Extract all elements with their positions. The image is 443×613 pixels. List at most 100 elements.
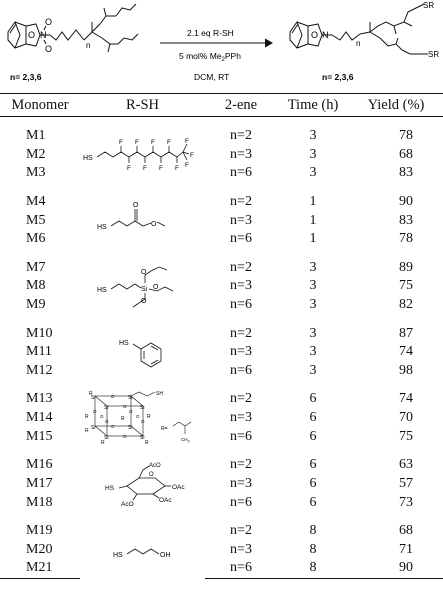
svg-text:O: O (153, 284, 159, 291)
monomer-cell: M8 (26, 278, 46, 294)
thiol-structure-benzyl: HS (80, 324, 205, 380)
monomer-cell: M7 (26, 259, 46, 275)
atom-n-right: N (322, 30, 329, 40)
table-row: M12 n=6 3 98 (0, 362, 443, 381)
svg-text:Si: Si (91, 395, 95, 401)
hs-label: HS (105, 485, 115, 492)
svg-text:R: R (101, 440, 105, 446)
table-row: M18 n=6 6 73 (0, 493, 443, 512)
yield-cell: 87 (399, 325, 413, 341)
table-row: M3 n=6 3 83 (0, 164, 443, 183)
header-rsh: R-SH (80, 93, 205, 117)
table-row: M8 n=3 3 75 (0, 277, 443, 296)
time-cell: 1 (309, 194, 317, 210)
time-cell: 3 (309, 325, 317, 341)
svg-text:O: O (136, 414, 140, 419)
time-cell: 8 (277, 559, 349, 579)
time-cell: 6 (309, 494, 317, 510)
yield-cell: 68 (399, 146, 413, 162)
svg-text:CH3: CH3 (181, 437, 190, 444)
svg-text:O: O (151, 221, 157, 228)
time-cell: 8 (309, 523, 317, 539)
time-cell: 8 (309, 541, 317, 557)
ene-cell: n=2 (230, 259, 252, 275)
time-cell: 3 (309, 344, 317, 360)
header-time: Time (h) (277, 93, 349, 117)
thiol-structure-fluoro: HS F F F F F F F F F F F (80, 127, 205, 183)
svg-text:O: O (141, 419, 145, 424)
table-row: M11 n=3 3 74 (0, 343, 443, 362)
yield-cell: 74 (399, 344, 413, 360)
svg-text:F: F (159, 165, 163, 172)
svg-text:O: O (141, 298, 147, 305)
ene-cell: n=2 (230, 194, 252, 210)
svg-text:R: R (85, 414, 89, 420)
time-cell: 6 (309, 391, 317, 407)
ene-cell: n=2 (230, 391, 252, 407)
svg-text:SH: SH (156, 391, 163, 397)
hs-label: HS (97, 224, 107, 231)
ene-cell: n=2 (230, 523, 252, 539)
monomer-cell: M19 (26, 523, 53, 539)
reaction-scheme: O N O O n O N n n= 2,3,6 n= 2,3,6 2.1 eq… (7, 1, 439, 82)
results-table: Monomer R-SH 2-ene Time (h) Yield (%) M1… (0, 93, 443, 579)
monomer-cell: M12 (26, 362, 53, 378)
thiol-structure-hydroxy: HS OH (80, 522, 205, 578)
ene-cell: n=6 (230, 428, 252, 444)
svg-text:Si: Si (91, 425, 95, 431)
yield-cell: 75 (399, 278, 413, 294)
solvent-label: DCM, RT (194, 72, 229, 82)
ene-cell: n=2 (230, 457, 252, 473)
atom-o-left: O (28, 30, 35, 40)
subscript-n-left: n (86, 41, 90, 50)
thiol-structure-silane: HS Si O O O (80, 259, 205, 315)
svg-text:OH: OH (160, 552, 171, 559)
yield-cell: 70 (399, 410, 413, 426)
svg-text:R: R (147, 414, 151, 420)
thiol-structure-poss: Si Si Si Si Si Si Si Si O O O O O O O O (80, 390, 205, 446)
time-cell: 3 (309, 146, 317, 162)
table-header-row: Monomer R-SH 2-ene Time (h) Yield (%) (0, 93, 443, 117)
ene-cell: n=3 (230, 212, 252, 228)
svg-text:F: F (143, 165, 147, 172)
monomer-cell: M21 (0, 559, 80, 579)
table-row: M6 n=6 1 78 (0, 230, 443, 249)
yield-cell: 89 (399, 259, 413, 275)
svg-text:F: F (167, 139, 171, 146)
ene-cell: n=3 (230, 344, 252, 360)
table-row: M16 O AcO HS OAc OAc AcO (0, 456, 443, 508)
table-row: M7 HS Si O O O n=2 3 89 (0, 259, 443, 308)
table-row: M1 HS F F F F F F F F F F F n=2 (0, 127, 443, 172)
ene-cell: n=6 (230, 231, 252, 247)
monomer-cell: M1 (26, 128, 46, 144)
time-cell: 1 (309, 231, 317, 247)
monomer-cell: M9 (26, 297, 46, 313)
svg-text:Si: Si (104, 435, 108, 441)
svg-text:Si: Si (128, 425, 132, 431)
table-row: M4 HS O O n=2 1 90 (0, 193, 443, 231)
svg-text:O: O (100, 414, 104, 419)
yield-cell: 78 (399, 128, 413, 144)
reagent-2: 5 mol% Me2PPh (179, 51, 241, 63)
subscript-n-right: n (356, 39, 360, 48)
time-cell: 3 (309, 259, 317, 275)
svg-text:O: O (93, 409, 97, 414)
ene-cell: n=3 (230, 146, 252, 162)
table-row: M19 HS OH n=2 8 68 (0, 522, 443, 559)
hs-label: HS (113, 552, 123, 559)
monomer-cell: M16 (26, 457, 53, 473)
yield-cell: 83 (399, 165, 413, 181)
ene-cell: n=2 (230, 128, 252, 144)
svg-text:O: O (111, 394, 115, 399)
svg-text:O: O (133, 202, 139, 209)
monomer-cell: M17 (26, 476, 53, 492)
svg-text:O: O (111, 424, 115, 429)
monomer-cell: M4 (26, 194, 46, 210)
table-row: M21 n=6 8 90 (0, 559, 443, 579)
header-ene: 2-ene (205, 93, 277, 117)
thiol-structure-ester: HS O O (80, 193, 205, 249)
header-yield: Yield (%) (349, 93, 443, 117)
yield-cell: 68 (399, 523, 413, 539)
table-row: M10 HS n=2 3 87 (0, 324, 443, 368)
monomer-cell: M6 (26, 231, 46, 247)
